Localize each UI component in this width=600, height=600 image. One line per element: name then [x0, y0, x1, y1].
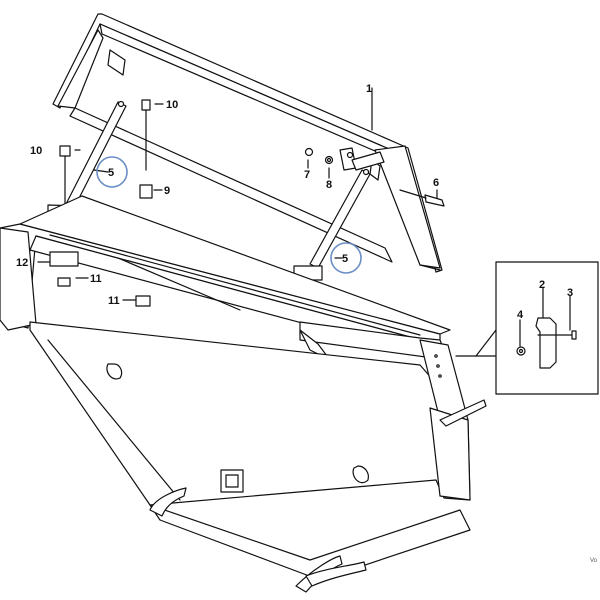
callout-10-top: 10 [166, 99, 178, 111]
callout-12: 12 [16, 257, 28, 269]
callout-10-left: 10 [30, 145, 42, 157]
hinge-bracket-upper [304, 147, 445, 207]
highlight-circle-left [96, 156, 128, 188]
detail-inset [455, 261, 599, 395]
callout-labels: 1 2 3 4 5 5 6 7 8 9 10 10 11 11 12 Vo [16, 83, 598, 564]
callout-6: 6 [433, 177, 439, 189]
callout-3: 3 [567, 287, 573, 299]
bolt-6 [424, 194, 445, 207]
highlight-circle-right [330, 242, 362, 274]
callout-11-upper: 11 [90, 273, 102, 285]
callout-1: 1 [366, 83, 372, 95]
callout-4: 4 [517, 309, 524, 321]
callout-8: 8 [326, 179, 332, 191]
leader-lines [37, 87, 571, 347]
main-body [0, 195, 487, 593]
watermark-text: Vo [590, 558, 598, 564]
callout-2: 2 [539, 279, 545, 291]
callout-11-lower: 11 [108, 295, 120, 307]
callout-9: 9 [164, 185, 170, 197]
upper-frame [52, 13, 443, 273]
callout-7: 7 [304, 169, 310, 181]
highlight-circles [96, 156, 362, 274]
support-strut-right [293, 168, 371, 281]
washer-7 [304, 147, 314, 157]
callout-5-left: 5 [108, 167, 114, 179]
callout-5-right: 5 [342, 253, 348, 265]
